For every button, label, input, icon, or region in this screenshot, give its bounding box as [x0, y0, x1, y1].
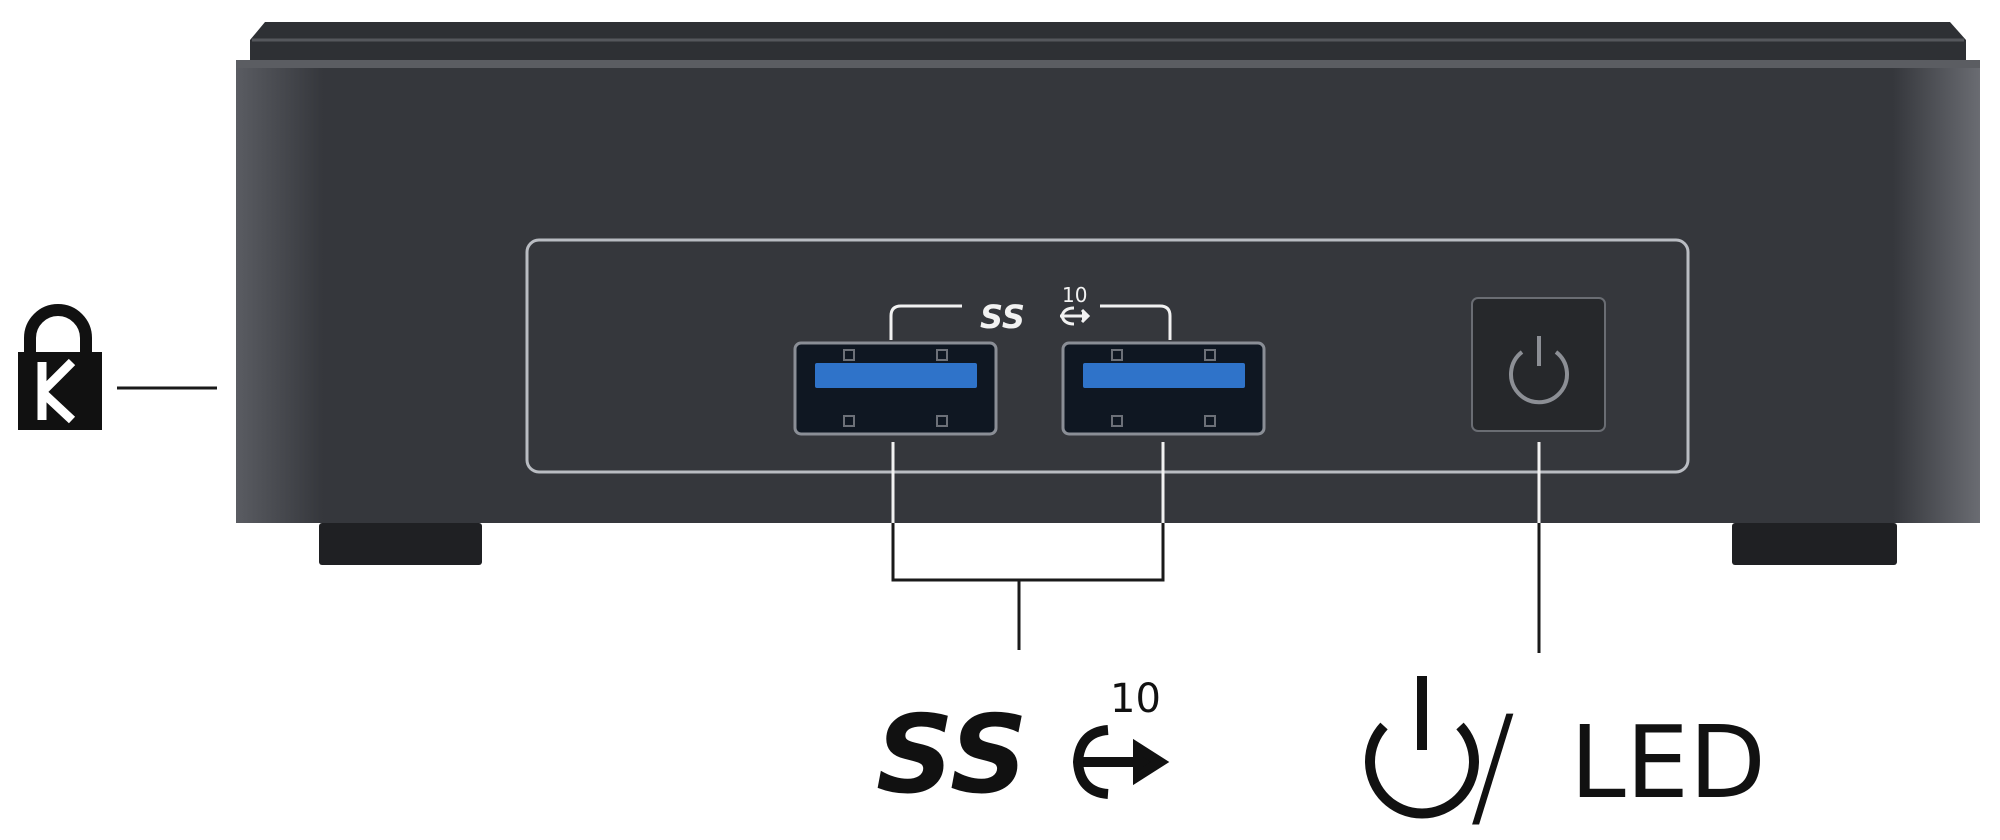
usb-callout-superscript: 10	[1110, 676, 1161, 722]
panel-usb-bracket-left	[889, 304, 962, 340]
power-led-label: LED	[1570, 704, 1766, 821]
foot-left	[319, 523, 482, 565]
front-panel	[525, 238, 1690, 474]
usb-port-1	[793, 341, 998, 436]
power-button-icon	[1509, 336, 1569, 405]
kensington-lock-icon	[18, 304, 102, 430]
panel-usb-bracket-right	[1100, 304, 1172, 340]
power-icon	[1365, 676, 1479, 819]
body-top-highlight	[236, 60, 1980, 68]
foot-right	[1732, 523, 1897, 565]
power-button	[1471, 297, 1606, 432]
power-led-separator: /	[1470, 687, 1515, 840]
usb-port-2	[1061, 341, 1266, 436]
panel-usb-trident-icon	[1060, 306, 1091, 326]
usb-superspeed-icon	[1072, 725, 1170, 799]
usb-callout-ss-logo: SS	[876, 693, 1028, 818]
usb-callout-lines	[891, 442, 1165, 523]
panel-superscript: 10	[1062, 283, 1087, 307]
panel-ss-logo: SS	[980, 298, 1025, 336]
device-body	[236, 60, 1980, 523]
usb-callout-bracket	[891, 523, 1165, 650]
